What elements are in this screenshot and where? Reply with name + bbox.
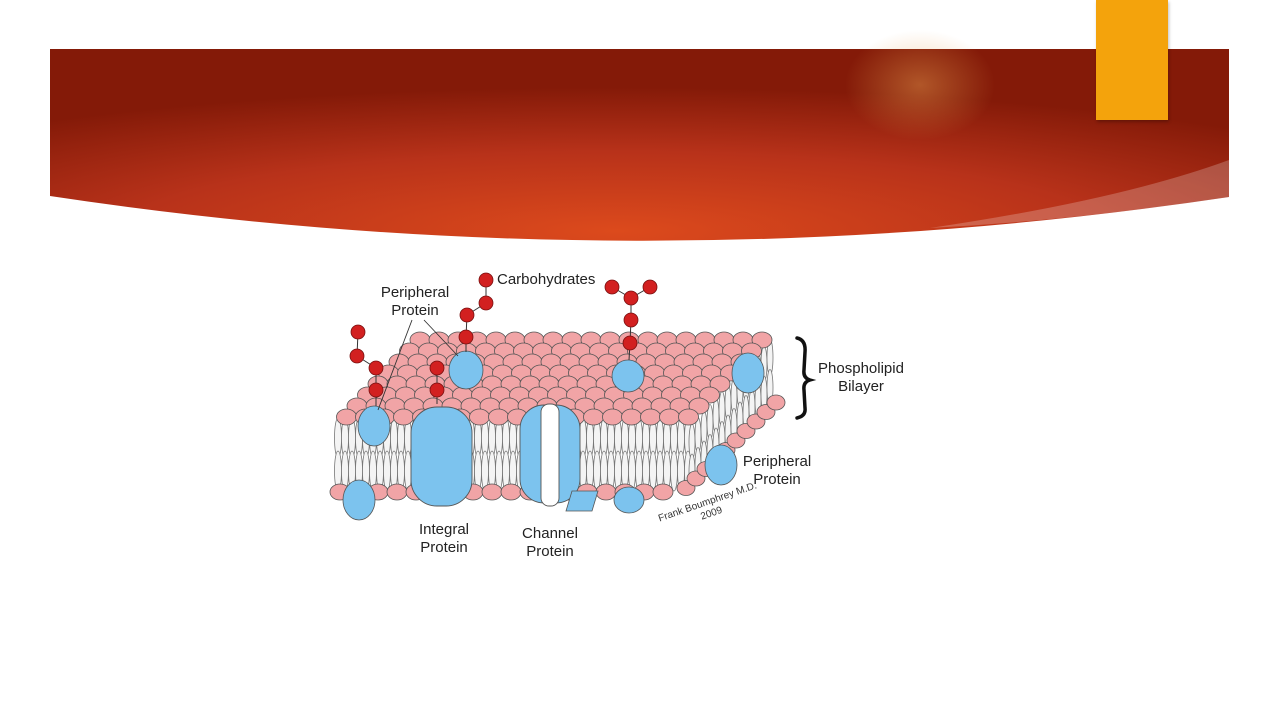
peripheral-protein <box>357 405 391 447</box>
phospholipid-head <box>500 483 522 501</box>
phospholipid-head <box>652 483 674 501</box>
phospholipid-head <box>766 394 786 411</box>
label-integral-protein: Integral Protein <box>418 521 470 556</box>
peripheral-protein <box>613 486 645 514</box>
phospholipid-head <box>583 408 604 426</box>
carbohydrate-unit <box>368 382 384 398</box>
carbohydrate-unit <box>368 360 384 376</box>
phospholipid-head <box>469 408 490 426</box>
header-banner <box>50 30 1229 241</box>
phospholipid-head <box>640 408 661 426</box>
carbohydrate-unit <box>429 382 445 398</box>
label-carbohydrates: Carbohydrates <box>497 271 596 288</box>
carbohydrate-unit <box>478 272 494 288</box>
phospholipid-head <box>336 408 357 426</box>
peripheral-protein <box>448 350 484 390</box>
bilayer-brace <box>795 336 817 420</box>
label-channel-protein: Channel Protein <box>522 525 578 560</box>
lipid-tail <box>649 450 657 492</box>
phospholipid-head <box>386 483 408 501</box>
cell-membrane-diagram <box>329 272 817 521</box>
carbohydrate-unit <box>623 312 639 328</box>
peripheral-protein <box>611 359 645 393</box>
label-peripheral-protein-top: Peripheral Protein <box>380 284 450 319</box>
channel-gate <box>565 490 599 512</box>
phospholipid-head <box>602 408 623 426</box>
channel-pore <box>540 403 560 507</box>
carbohydrate-unit <box>642 279 658 295</box>
phospholipid-head <box>595 483 617 501</box>
lipid-tail <box>670 450 678 492</box>
phospholipid-head <box>621 408 642 426</box>
carbohydrate-unit <box>350 324 366 340</box>
leader-line <box>423 319 459 357</box>
peripheral-protein <box>342 479 376 521</box>
phospholipid-head <box>481 483 503 501</box>
phospholipid-head <box>678 408 699 426</box>
carbohydrate-unit <box>429 360 445 376</box>
carbohydrate-unit <box>604 279 620 295</box>
phospholipid-head <box>659 408 680 426</box>
integral-protein <box>410 406 473 507</box>
peripheral-protein <box>731 352 765 394</box>
leader-line <box>377 319 413 411</box>
phospholipid-head <box>393 408 414 426</box>
carbohydrate-unit <box>349 348 365 364</box>
label-phospholipid-bilayer: Phospholipid Bilayer <box>818 360 904 395</box>
phospholipid-head <box>488 408 509 426</box>
carbohydrate-unit <box>623 290 639 306</box>
carbohydrate-unit <box>622 335 638 351</box>
carbohydrate-unit <box>458 329 474 345</box>
lipid-tail <box>593 450 601 492</box>
accent-tab <box>1096 0 1168 120</box>
carbohydrate-unit <box>478 295 494 311</box>
peripheral-protein <box>704 444 738 486</box>
carbohydrate-unit <box>459 307 475 323</box>
lipid-tail <box>383 450 391 492</box>
label-peripheral-protein-right: Peripheral Protein <box>742 453 812 488</box>
